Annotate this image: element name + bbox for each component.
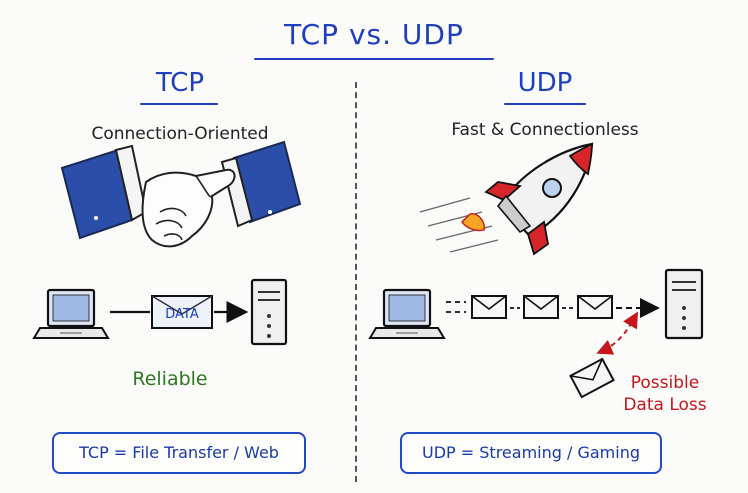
udp-envelope-3-icon	[577, 295, 613, 319]
tcp-laptop-icon	[32, 288, 110, 339]
udp-heading-underline	[504, 103, 586, 105]
udp-server-icon	[664, 268, 704, 340]
center-divider	[355, 82, 357, 482]
lost-packet-arrow	[596, 311, 638, 355]
udp-envelope-1-icon	[471, 295, 507, 319]
title-underline	[254, 58, 494, 60]
udp-use-case-box: UDP = Streaming / Gaming	[400, 432, 662, 474]
udp-laptop-icon	[368, 288, 446, 339]
udp-heading: UDP	[517, 68, 573, 98]
data-loss-line1: Possible	[630, 373, 700, 393]
handshake-icon	[60, 140, 302, 248]
tcp-use-case-box: TCP = File Transfer / Web	[52, 432, 306, 474]
tcp-heading: TCP	[155, 68, 205, 98]
reliable-label: Reliable	[132, 368, 208, 390]
udp-envelope-2-icon	[523, 295, 559, 319]
tcp-packet-label: DATA	[165, 307, 199, 322]
data-loss-line2: Data Loss	[623, 395, 707, 415]
udp-subtitle: Fast & Connectionless	[451, 120, 639, 140]
diagram-title: TCP vs. UDP	[284, 18, 464, 51]
tcp-server-icon	[250, 278, 288, 346]
tcp-heading-underline	[140, 103, 218, 105]
tcp-data-packet: DATA	[151, 295, 213, 329]
tcp-subtitle: Connection-Oriented	[91, 124, 269, 144]
rocket-icon	[419, 142, 594, 256]
data-loss-label: Possible Data Loss	[610, 372, 720, 416]
lost-envelope-icon	[569, 357, 615, 399]
